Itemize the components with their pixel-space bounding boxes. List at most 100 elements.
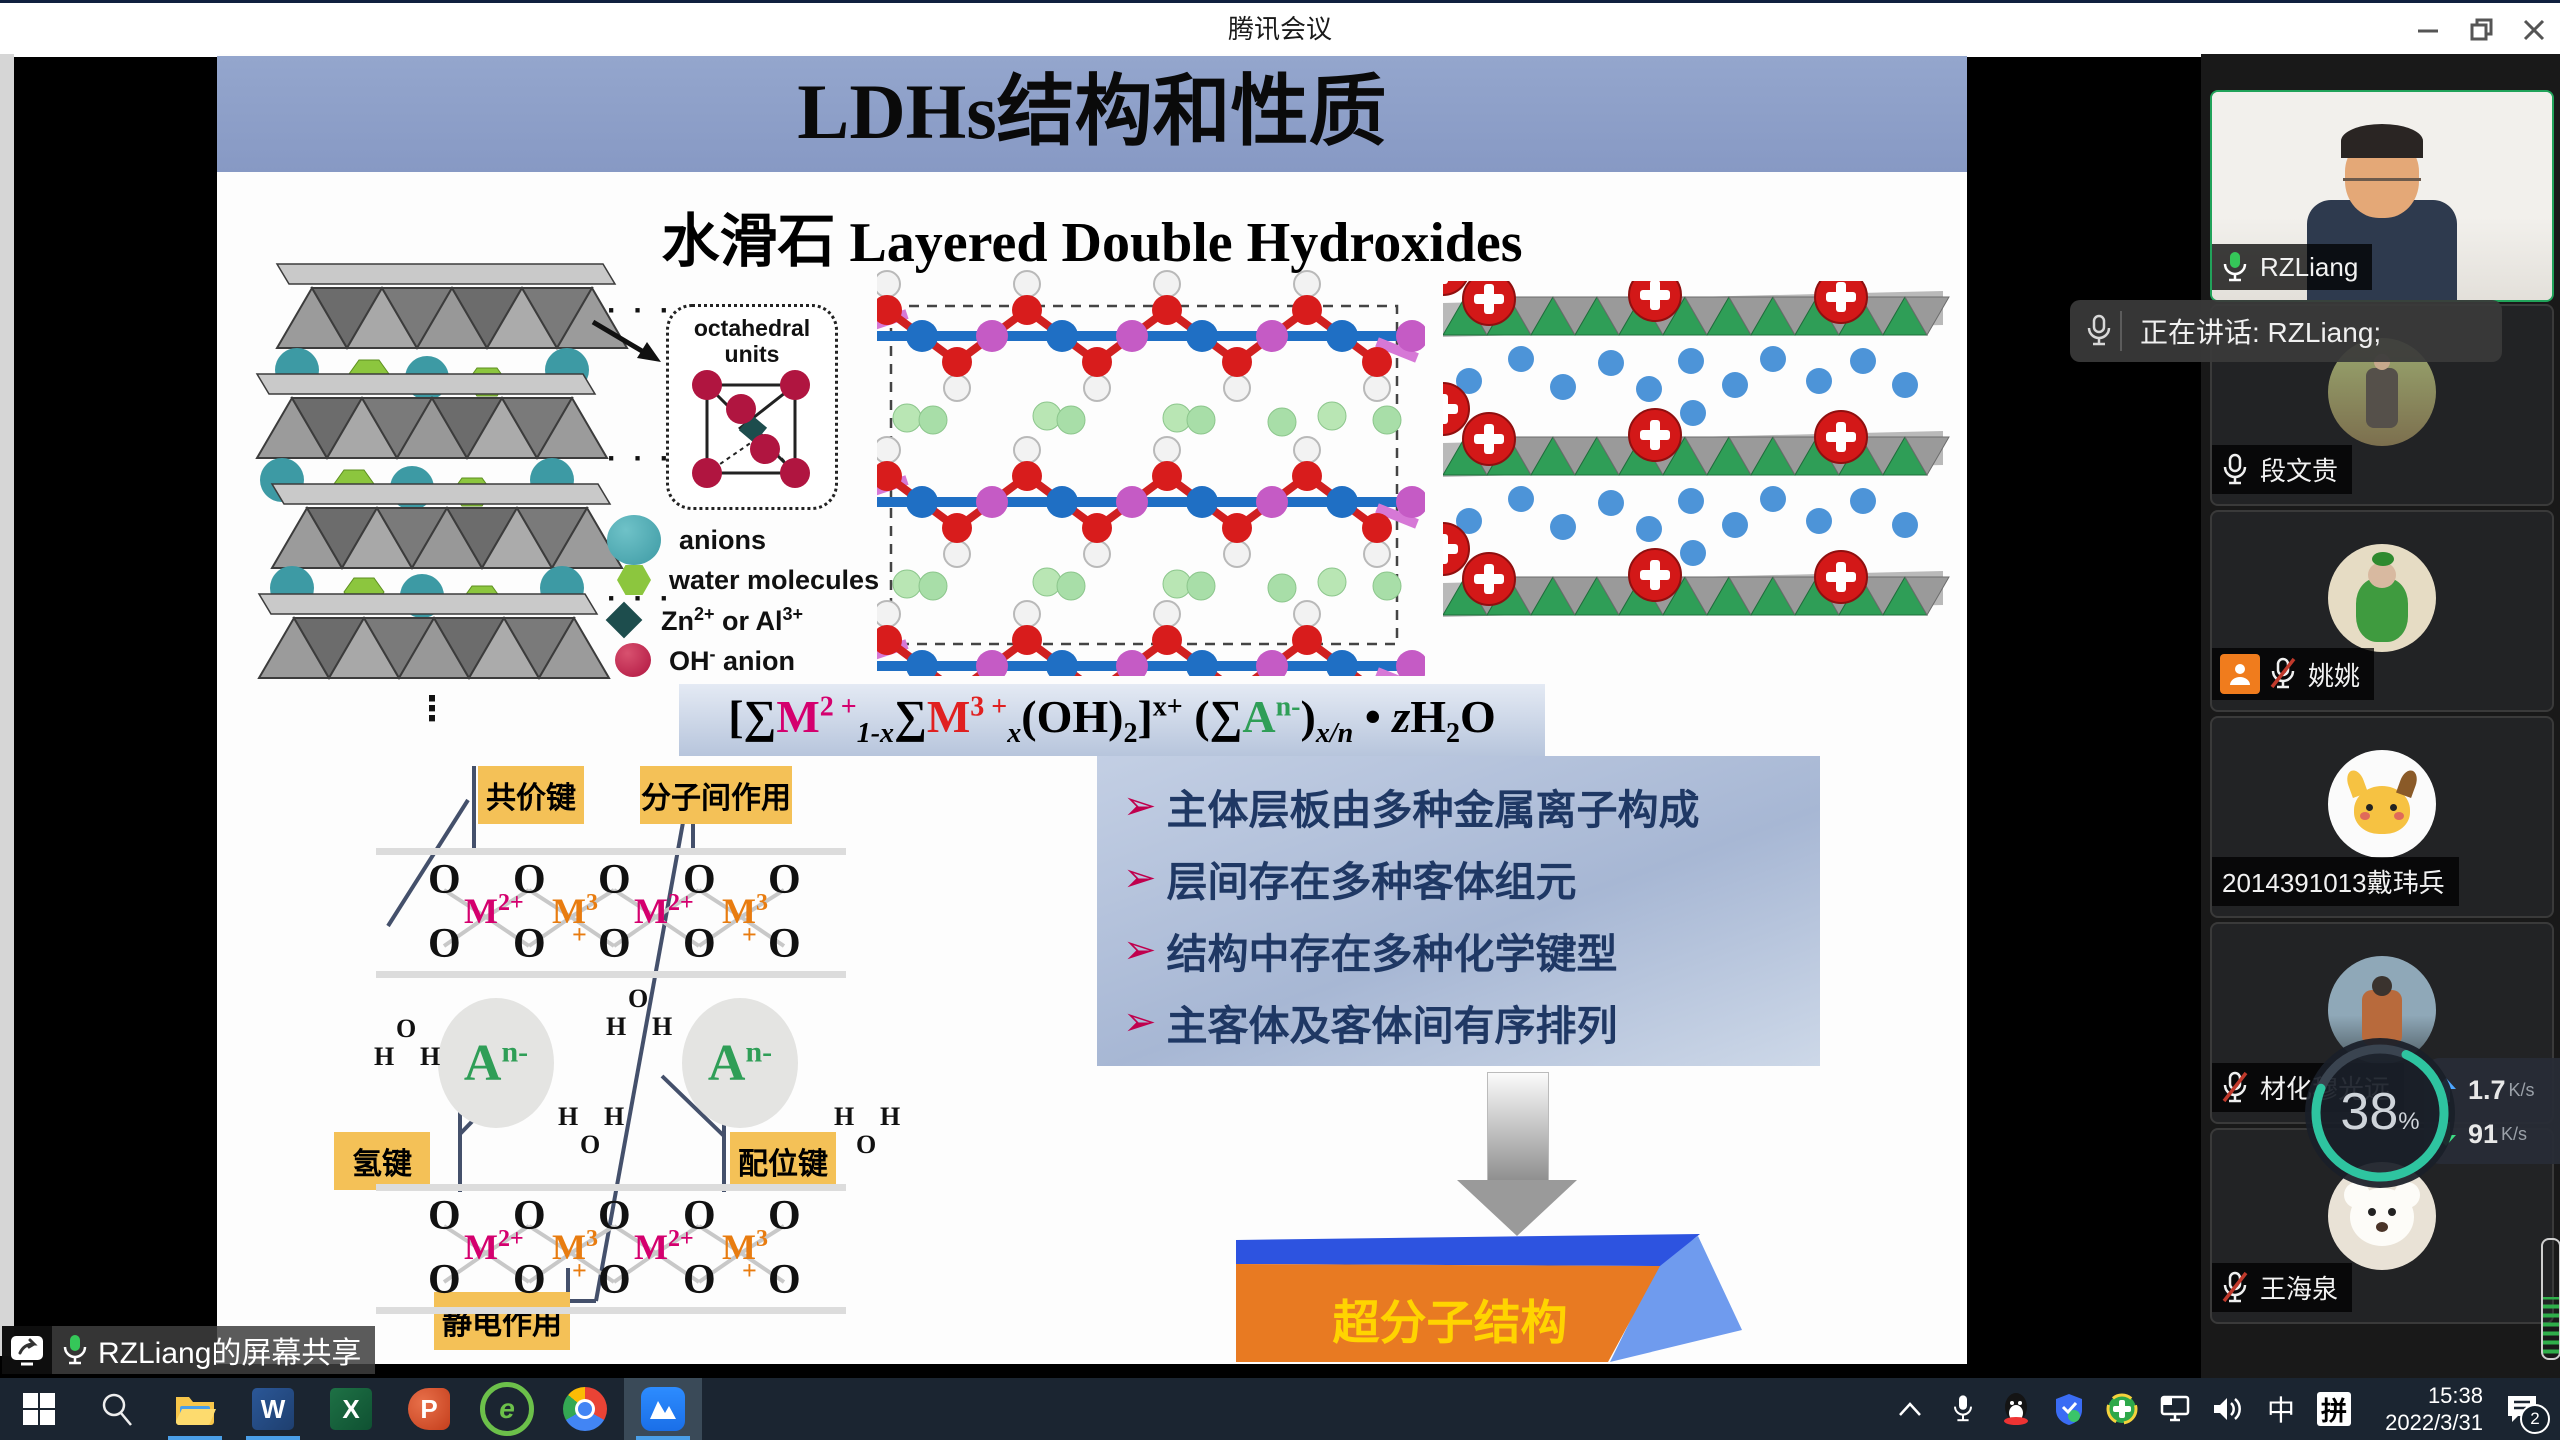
supramolecular-label: 超分子结构 xyxy=(1332,1296,1568,1349)
mic-on-icon xyxy=(63,1335,87,1365)
down-arrow-graphic xyxy=(1457,1072,1577,1237)
tray-ime-language[interactable]: 中 xyxy=(2266,1395,2295,1426)
tencent-meeting-button[interactable] xyxy=(624,1378,702,1440)
mic-muted-icon xyxy=(2222,1271,2248,1302)
water-molecule: O H H xyxy=(374,1014,441,1071)
interlayer-anion: An- xyxy=(438,998,554,1128)
tray-date: 2022/3/31 xyxy=(2385,1410,2483,1435)
tray-360-safe-icon[interactable] xyxy=(2100,1378,2144,1440)
ball-stick-model-figure xyxy=(877,270,1425,676)
slide-title: LDHs结构和性质 xyxy=(797,68,1387,155)
water-molecule: O H H xyxy=(606,984,673,1041)
participant-tile[interactable]: 2014391013戴玮兵 xyxy=(2210,716,2554,918)
tray-clock[interactable]: 15:38 2022/3/31 xyxy=(2365,1382,2483,1436)
speaker-hair xyxy=(2341,124,2423,158)
participant-tile[interactable]: 姚姚 xyxy=(2210,510,2554,712)
structure-legend: anions water molecules Zn2+ or Al3+ OH- … xyxy=(605,515,927,680)
intermolecular-label: 分子间作用 xyxy=(640,766,792,824)
metal-legend-icon xyxy=(605,601,643,639)
browser-360-button[interactable]: e xyxy=(468,1378,546,1440)
participant-tile-rzliang[interactable]: RZLiang xyxy=(2210,90,2554,302)
participant-name-tag: 2014391013戴玮兵 xyxy=(2212,857,2459,906)
supramolecular-structure-shape: 超分子结构 xyxy=(1230,1232,1750,1364)
mic-muted-icon xyxy=(2270,657,2296,689)
screen-share-banner: RZLiang的屏幕共享 xyxy=(2,1326,376,1374)
shared-screen-left-edge xyxy=(0,54,14,1356)
word-button[interactable]: W xyxy=(234,1378,312,1440)
key-points-box: ➢主体层板由多种金属离子构成 ➢层间存在多种客体组元 ➢结构中存在多种化学键型 … xyxy=(1097,756,1820,1066)
mic-on-icon xyxy=(2223,453,2247,484)
system-tray: 中 拼 15:38 2022/3/31 2 xyxy=(1888,1378,2560,1440)
chrome-button[interactable] xyxy=(546,1378,624,1440)
bullet-text: 层间存在多种客体组元 xyxy=(1166,859,1577,905)
participant-name-tag: 王海泉 xyxy=(2212,1263,2353,1312)
bullet-arrow-icon: ➢ xyxy=(1123,1000,1157,1044)
hydrogen-bond-label: 氢键 xyxy=(334,1132,430,1190)
legend-water: water molecules xyxy=(669,564,880,595)
bullet-arrow-icon: ➢ xyxy=(1123,784,1157,828)
bullet-arrow-icon: ➢ xyxy=(1123,856,1157,900)
tray-chevron-up-icon[interactable] xyxy=(1888,1378,1932,1440)
bullet-text: 主客体及客体间有序排列 xyxy=(1166,1003,1618,1049)
restore-button[interactable] xyxy=(2462,13,2502,47)
hands-up-badge-icon xyxy=(2220,654,2260,694)
tray-qq-icon[interactable] xyxy=(1994,1378,2038,1440)
bullet-arrow-icon: ➢ xyxy=(1123,928,1157,972)
screen-share-icon xyxy=(2,1326,52,1374)
sidebar-scrollbar[interactable] xyxy=(2541,1238,2560,1360)
water-legend-icon xyxy=(617,565,651,595)
screen-share-label: RZLiang的屏幕共享 xyxy=(98,1337,362,1370)
bullet-text: 结构中存在多种化学键型 xyxy=(1166,931,1618,977)
interlayer-anion: An- xyxy=(682,998,798,1128)
covalent-bond-label: 共价键 xyxy=(478,766,584,824)
notification-badge: 2 xyxy=(2520,1404,2550,1434)
octahedral-label-line1: octahedral xyxy=(693,315,811,341)
legend-oh: OH- anion xyxy=(669,643,795,676)
pointer-arrow xyxy=(591,319,661,362)
mic-on-icon xyxy=(2223,252,2247,282)
speaking-toast: 正在讲话: RZLiang; xyxy=(2070,300,2502,362)
file-explorer-button[interactable] xyxy=(156,1378,234,1440)
notification-center-button[interactable]: 2 xyxy=(2492,1378,2552,1440)
ellipsis: · · · xyxy=(607,294,674,327)
slide-subtitle: 水滑石 Layered Double Hydroxides xyxy=(661,207,1523,275)
charged-layers-figure xyxy=(1443,281,1955,663)
powerpoint-button[interactable]: P xyxy=(390,1378,468,1440)
start-button[interactable] xyxy=(0,1378,78,1440)
water-molecule: H H O xyxy=(558,1102,625,1159)
participant-name-tag: RZLiang xyxy=(2212,244,2373,290)
octahedron-diagram xyxy=(692,370,810,488)
tray-security-shield-icon[interactable] xyxy=(2047,1378,2091,1440)
windows-taskbar: W X P e xyxy=(0,1378,2560,1440)
excel-button[interactable]: X xyxy=(312,1378,390,1440)
ldh-formula: [∑M2 +1-x∑M3 +x(OH)2]x+ (∑An-)x/n • zH2O xyxy=(728,690,1496,750)
tray-ime-pinyin[interactable]: 拼 xyxy=(2312,1378,2356,1440)
legend-zn-al: Zn2+ or Al3+ xyxy=(661,603,804,636)
tray-network-icon[interactable] xyxy=(2153,1378,2197,1440)
participant-name-tag: 姚姚 xyxy=(2212,648,2375,700)
mic-icon xyxy=(2087,314,2111,346)
coordination-bond-label: 配位键 xyxy=(730,1132,836,1190)
cpu-percent: 38% xyxy=(2340,1083,2420,1141)
avatar xyxy=(2328,750,2436,858)
anion-legend-icon xyxy=(607,515,661,565)
participant-name-tag: 段文贵 xyxy=(2212,445,2353,494)
cpu-gauge-overlay: 38% xyxy=(2305,1038,2455,1188)
ellipsis-vertical: ⋮ xyxy=(415,690,449,728)
tray-mic-icon[interactable] xyxy=(1941,1378,1985,1440)
ldh-formula-box: [∑M2 +1-x∑M3 +x(OH)2]x+ (∑An-)x/n • zH2O xyxy=(679,684,1545,756)
close-button[interactable] xyxy=(2514,13,2554,47)
slide-title-banner: LDHs结构和性质 xyxy=(217,56,1967,172)
mic-muted-icon xyxy=(2222,1071,2248,1102)
octahedral-units-box: octahedral units xyxy=(666,304,838,510)
octahedral-label-line2: units xyxy=(724,341,780,367)
minimize-button[interactable] xyxy=(2408,13,2448,47)
bullet-text: 主体层板由多种金属离子构成 xyxy=(1166,787,1700,833)
oh-legend-icon xyxy=(615,643,651,677)
search-button[interactable] xyxy=(78,1378,156,1440)
tray-volume-icon[interactable] xyxy=(2206,1378,2250,1440)
ellipsis: · · · xyxy=(607,442,674,475)
